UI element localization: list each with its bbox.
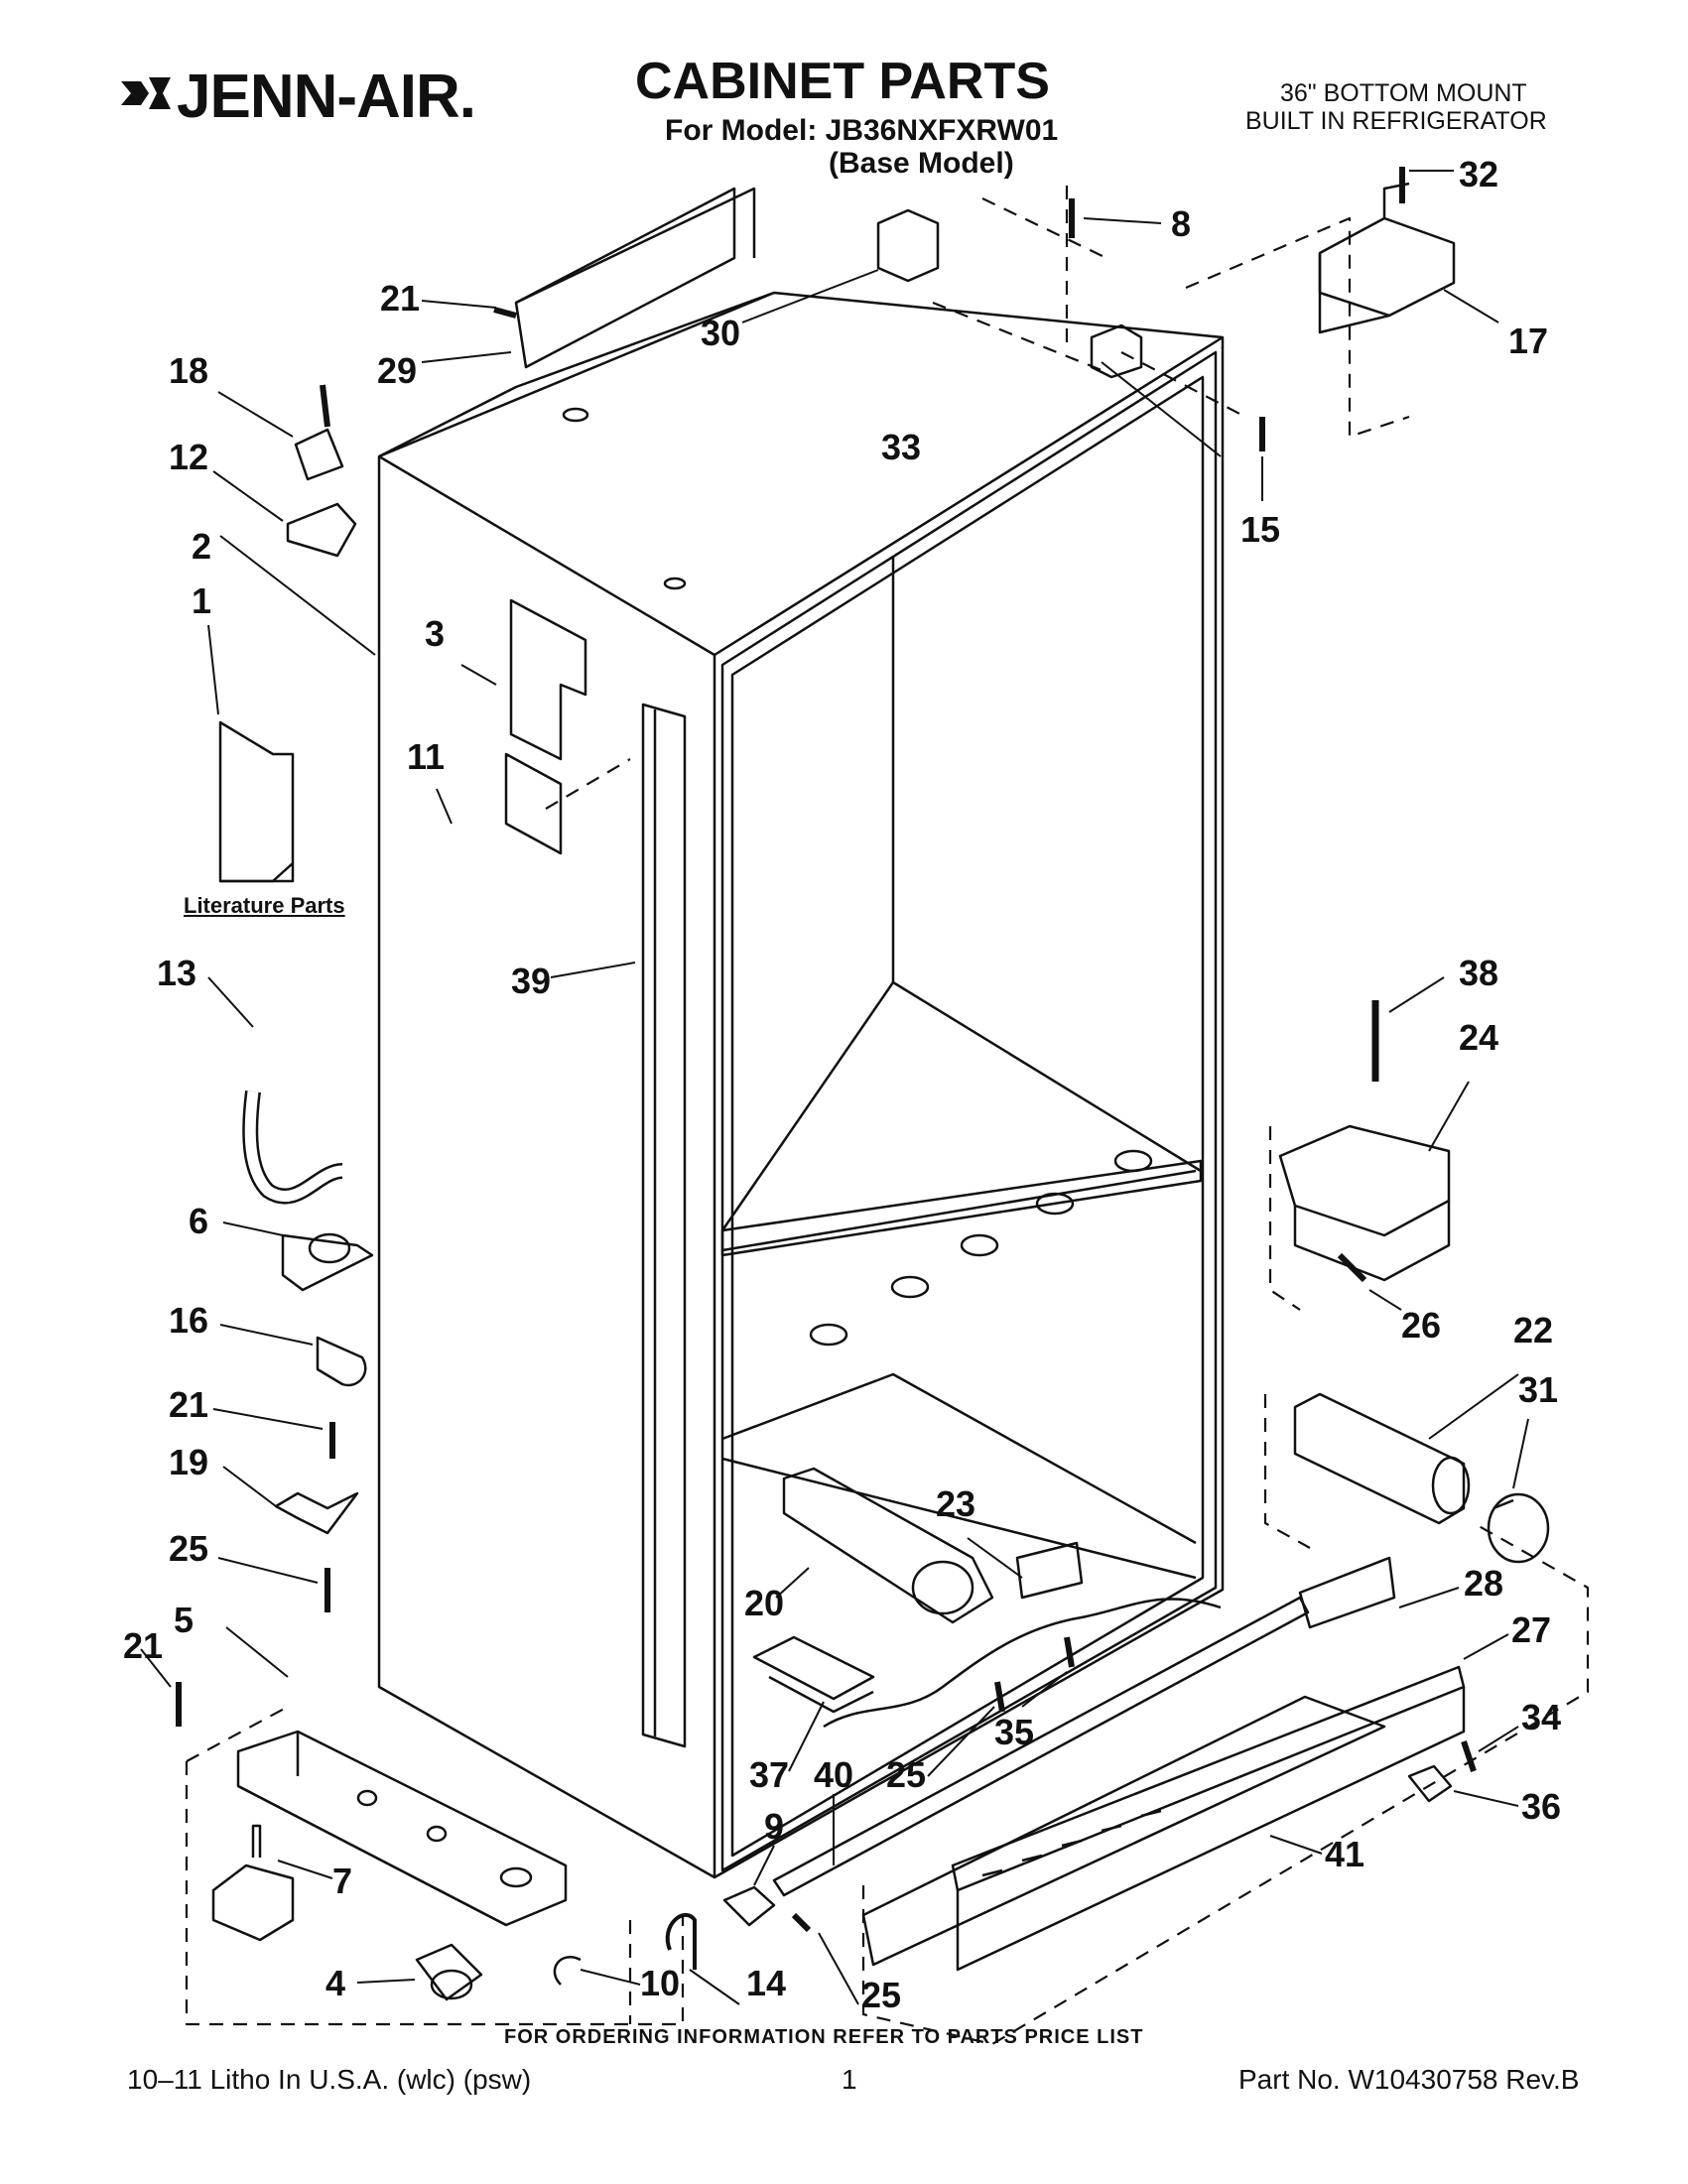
litho-info: 10–11 Litho In U.S.A. (wlc) (psw) [127,2064,532,2095]
callout-29: 29 [377,350,418,391]
subtitle-line-1: 36" BOTTOM MOUNT [1280,79,1527,107]
callout-4: 4 [325,1963,346,2003]
callout-39: 39 [511,961,552,1001]
callout-40: 40 [814,1754,854,1795]
callout-11: 11 [407,736,446,777]
callout-28: 28 [1464,1563,1504,1604]
callout-7: 7 [332,1861,353,1901]
callout-41: 41 [1325,1834,1365,1874]
callout-19: 19 [169,1442,209,1482]
callout-35: 35 [994,1712,1035,1752]
jenn-air-logo-icon [119,71,174,115]
callout-3: 3 [425,613,446,654]
callout-25-left: 25 [169,1528,209,1569]
page-number: 1 [842,2064,857,2095]
callout-27: 27 [1511,1609,1552,1650]
callout-32: 32 [1459,154,1499,194]
callout-16: 16 [169,1300,209,1341]
callout-24: 24 [1459,1017,1499,1058]
callout-34: 34 [1521,1697,1562,1737]
callout-9: 9 [764,1806,785,1847]
callout-37: 37 [749,1754,790,1795]
callout-8: 8 [1171,203,1192,244]
callout-21-top: 21 [380,278,421,319]
callout-14: 14 [746,1963,787,2003]
callout-23: 23 [936,1483,976,1524]
callout-15: 15 [1240,509,1281,550]
callout-21-bottom: 21 [123,1625,164,1666]
callout-22: 22 [1513,1310,1554,1350]
callout-38: 38 [1459,953,1499,993]
callout-18: 18 [169,350,209,391]
literature-parts-label: Literature Parts [184,893,345,918]
callout-5: 5 [174,1600,195,1640]
callout-33: 33 [881,427,922,467]
callout-20: 20 [744,1583,785,1623]
base-model-label: (Base Model) [829,147,1014,180]
callout-2: 2 [192,526,212,567]
callout-21-mid: 21 [169,1384,209,1425]
callout-1: 1 [192,580,212,621]
callout-26: 26 [1401,1305,1442,1346]
callout-31: 31 [1518,1369,1559,1410]
callout-36: 36 [1521,1786,1562,1827]
ordering-information-note: FOR ORDERING INFORMATION REFER TO PARTS … [504,2026,1144,2048]
page-title: CABINET PARTS [635,53,1050,110]
callout-17: 17 [1508,321,1549,361]
brand-name: JENN-AIR. [177,63,476,131]
callout-6: 6 [189,1201,209,1241]
subtitle-line-2: BUILT IN REFRIGERATOR [1245,107,1547,135]
callout-25-bottom: 25 [861,1975,902,2015]
callout-10: 10 [640,1963,681,2003]
callout-13: 13 [157,953,197,993]
callout-12: 12 [169,437,209,477]
part-number: Part No. W10430758 Rev.B [1238,2064,1580,2095]
model-number: For Model: JB36NXFXRW01 [665,114,1059,147]
callout-30: 30 [701,313,741,353]
callout-25-center: 25 [886,1754,927,1795]
